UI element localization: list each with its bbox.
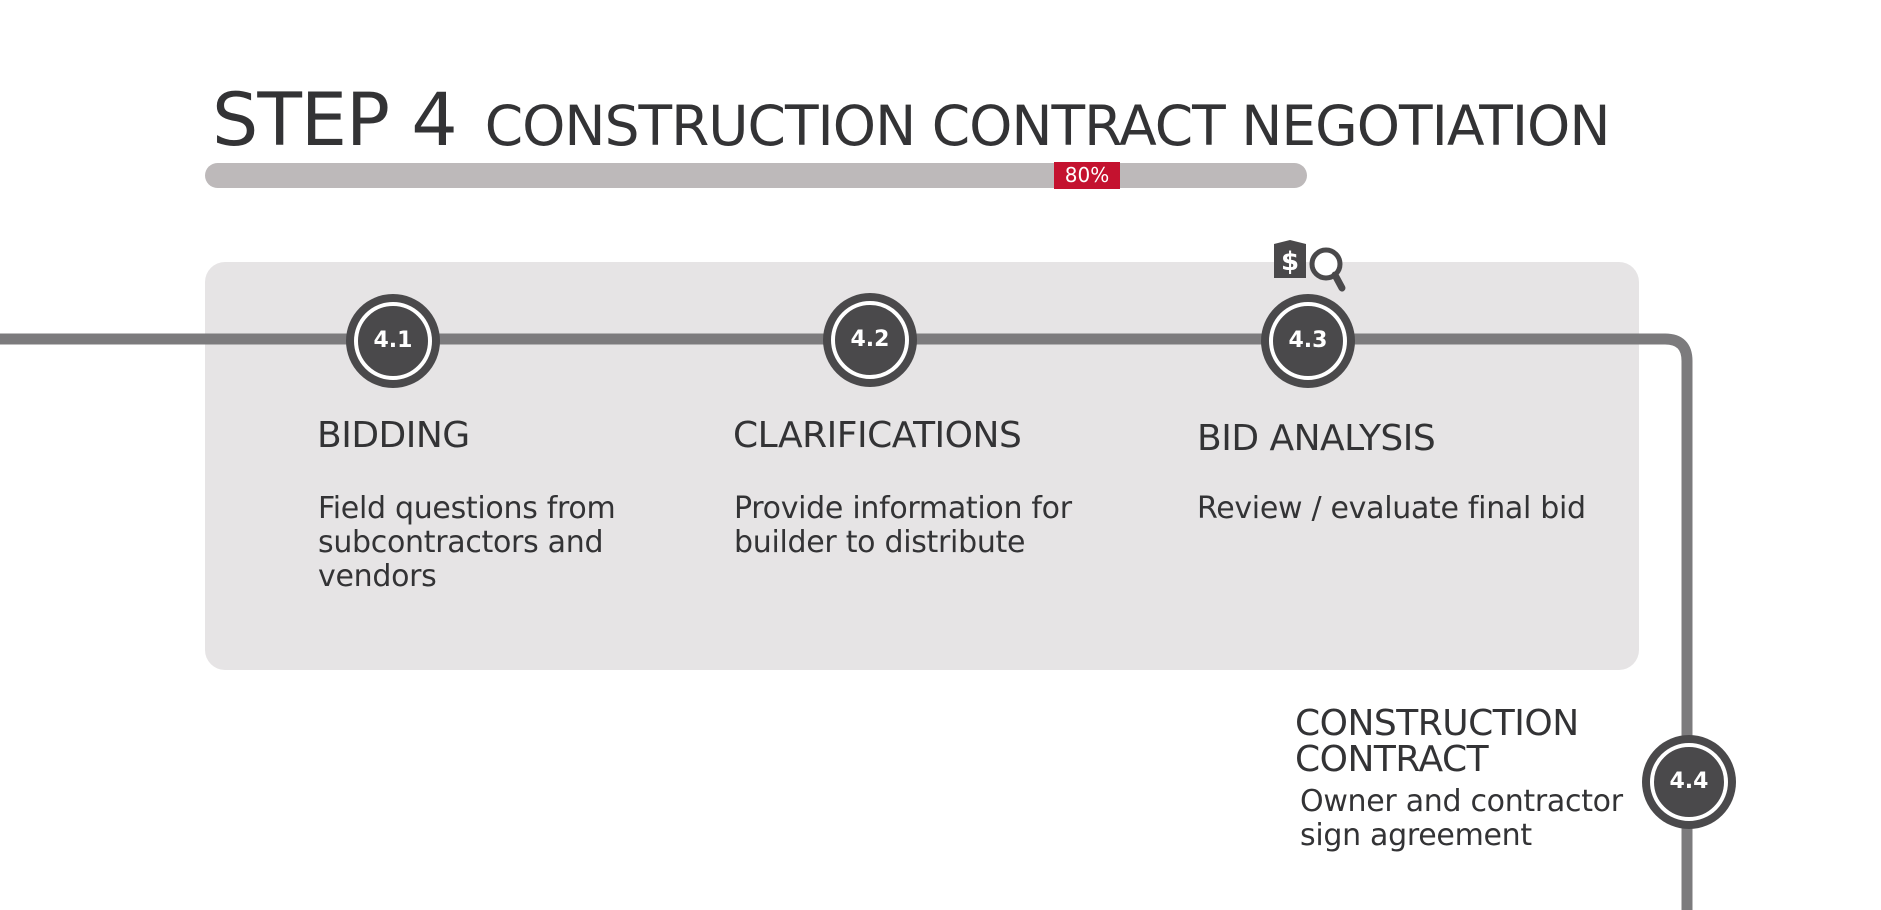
step-description: Owner and contractor sign agreement [1300, 784, 1623, 853]
page-title: STEP 4 CONSTRUCTION CONTRACT NEGOTIATION [212, 78, 1611, 168]
step-number: 4.3 [1288, 328, 1328, 353]
step-description: Review / evaluate final bid [1197, 491, 1586, 526]
step-heading: CONSTRUCTION CONTRACT [1295, 703, 1579, 780]
step-heading: BID ANALYSIS [1197, 418, 1436, 459]
step-description: Field questions from subcontractors and … [318, 491, 616, 594]
progress-track [205, 163, 1307, 188]
step-number: 4.4 [1669, 769, 1709, 794]
step-node-4-1: 4.1 [346, 294, 440, 388]
step-title: CONSTRUCTION CONTRACT NEGOTIATION [484, 94, 1611, 158]
step-node-4-3: 4.3 [1261, 294, 1355, 388]
step-number: 4.2 [850, 327, 890, 352]
step-node-4-2: 4.2 [823, 293, 917, 387]
svg-text:$: $ [1281, 247, 1299, 277]
step-node-4-4: 4.4 [1642, 735, 1736, 829]
bid-search-icon: $ [1274, 240, 1346, 292]
step-heading: CLARIFICATIONS [733, 415, 1022, 456]
progress-badge: 80% [1054, 162, 1120, 189]
step-number: 4.1 [373, 328, 413, 353]
step-heading: BIDDING [317, 415, 470, 456]
step-label: STEP 4 [212, 78, 458, 163]
step-description: Provide information for builder to distr… [734, 491, 1072, 560]
